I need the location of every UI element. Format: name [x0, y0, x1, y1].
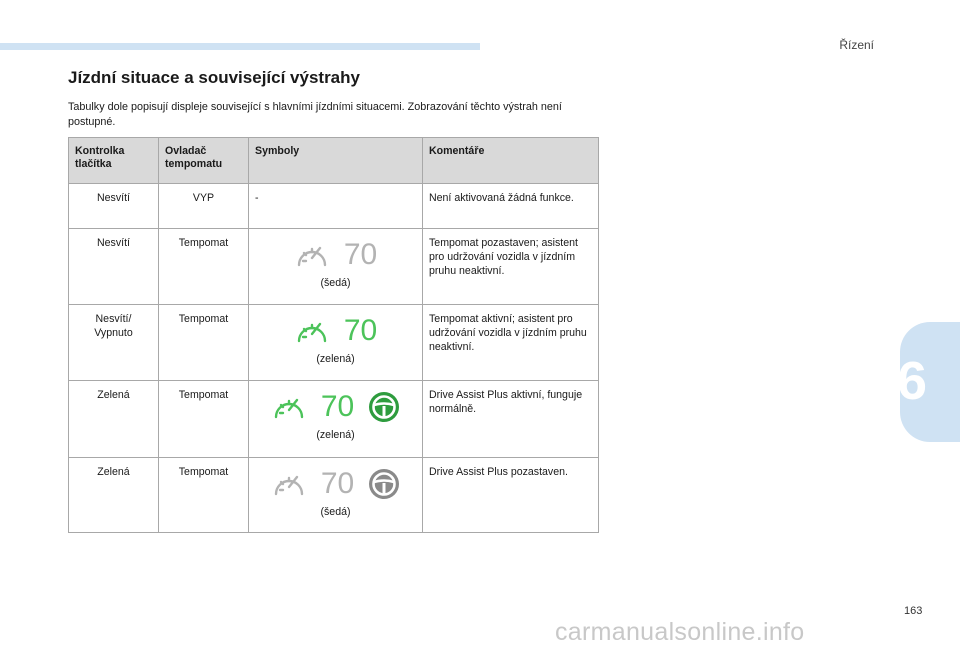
speed-value: 70	[320, 467, 355, 500]
cell-kontrolka: Nesvítí	[68, 228, 159, 305]
cell-ovladac: Tempomat	[158, 304, 249, 381]
speedometer-icon	[274, 475, 304, 496]
speed-value: 70	[320, 390, 355, 423]
symbol-caption: (zelená)	[316, 429, 355, 441]
header-bar	[0, 43, 480, 50]
intro-paragraph: Tabulky dole popisují displeje souvisejí…	[68, 101, 562, 128]
cell-symbol: 70 (šedá)	[248, 228, 423, 305]
cell-ovladac: Tempomat	[158, 457, 249, 533]
steering-wheel-icon	[369, 392, 400, 422]
cell-komentar: Tempomat pozastaven; asistent pro udržov…	[422, 228, 599, 305]
cell-ovladac: VYP	[158, 183, 249, 229]
table-row: Nesvítí Tempomat 70 (šedá) Tempomat poza…	[68, 228, 599, 305]
speed-value: 70	[343, 314, 378, 347]
speedometer-icon	[297, 246, 327, 267]
chapter-number: 6	[897, 351, 928, 411]
section-label: Řízení	[839, 38, 874, 52]
header-ovladac: Ovladač tempomatu	[158, 137, 249, 184]
cell-komentar: Není aktivovaná žádná funkce.	[422, 183, 599, 229]
cell-komentar: Drive Assist Plus aktivní, funguje normá…	[422, 380, 599, 458]
table-row: Nesvítí VYP - Není aktivovaná žádná funk…	[68, 183, 599, 229]
table-row: Zelená Tempomat 70 (šedá) Drive Assist P…	[68, 457, 599, 533]
watermark: carmanualsonline.info	[555, 618, 805, 646]
cell-symbol: -	[248, 183, 423, 229]
cell-komentar: Tempomat aktivní; asistent pro udržování…	[422, 304, 599, 381]
cell-kontrolka: Nesvítí	[68, 183, 159, 229]
symbol-caption: (zelená)	[316, 353, 355, 365]
page-number: 163	[904, 605, 923, 617]
header-kontrolka: Kontrolka tlačítka	[68, 137, 159, 184]
cell-ovladac: Tempomat	[158, 228, 249, 305]
header-symboly: Symboly	[248, 137, 423, 184]
cell-ovladac: Tempomat	[158, 380, 249, 458]
table-row: Nesvítí/ Vypnuto Tempomat 70 (zelená) Te…	[68, 304, 599, 381]
cell-symbol: 70 (šedá)	[248, 457, 423, 533]
page-title: Jízdní situace a související výstrahy	[68, 68, 360, 87]
cell-symbol: 70 (zelená)	[248, 380, 423, 458]
chapter-tab	[900, 322, 960, 442]
cell-kontrolka: Nesvítí/ Vypnuto	[68, 304, 159, 381]
speedometer-icon	[297, 322, 327, 343]
steering-wheel-icon	[369, 469, 400, 499]
table-row: Zelená Tempomat 70 (zelená) Drive Assist…	[68, 380, 599, 458]
speedometer-icon	[274, 398, 304, 419]
cell-kontrolka: Zelená	[68, 457, 159, 533]
cell-symbol: 70 (zelená)	[248, 304, 423, 381]
speed-value: 70	[343, 238, 378, 271]
header-komentare: Komentáře	[422, 137, 599, 184]
symbol-caption: (šedá)	[320, 506, 351, 518]
cell-kontrolka: Zelená	[68, 380, 159, 458]
cell-komentar: Drive Assist Plus pozastaven.	[422, 457, 599, 533]
symbol-caption: (šedá)	[320, 277, 351, 289]
table-header-row: Kontrolka tlačítka Ovladač tempomatu Sym…	[68, 137, 599, 184]
situations-table: Kontrolka tlačítka Ovladač tempomatu Sym…	[68, 137, 599, 533]
